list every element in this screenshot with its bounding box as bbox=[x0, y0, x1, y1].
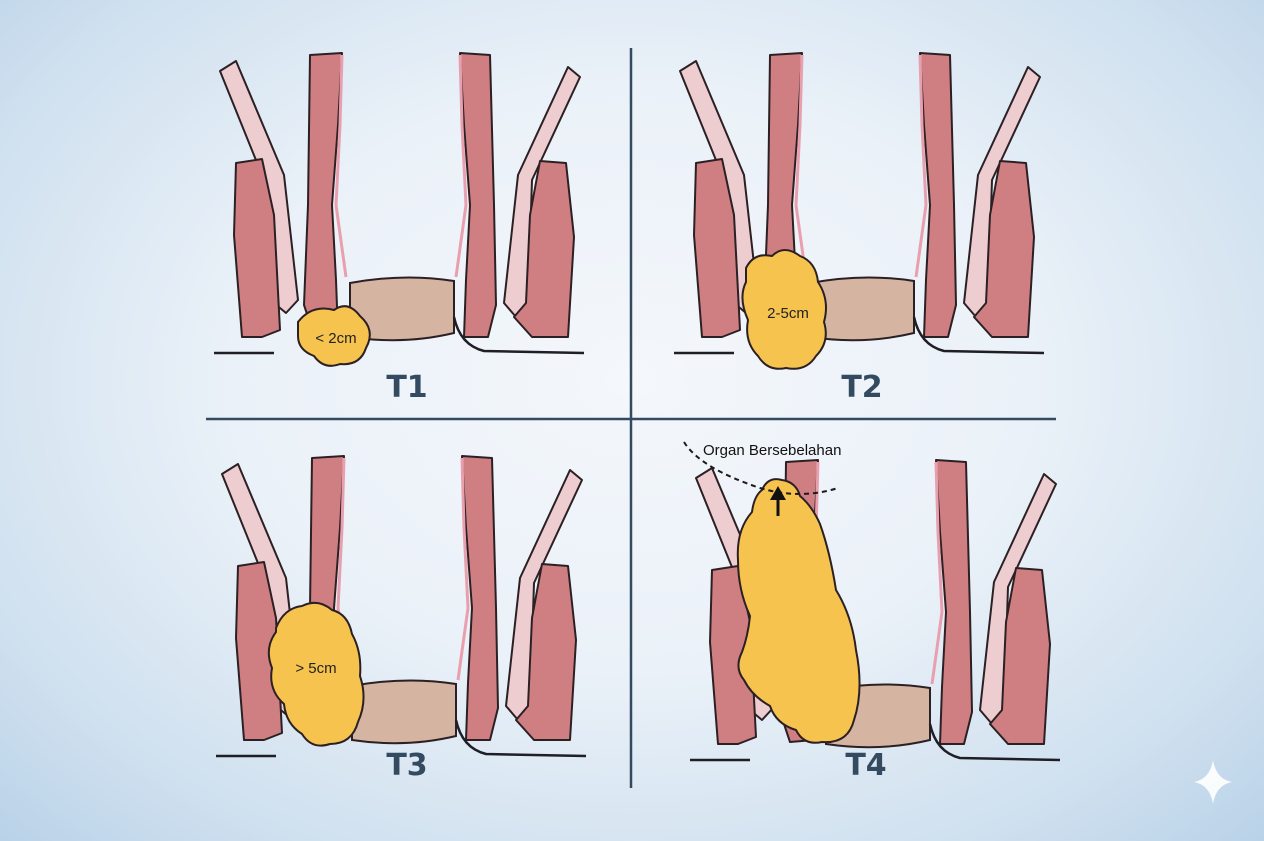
tumor-mass bbox=[267, 601, 365, 747]
arrow-up-icon bbox=[770, 486, 786, 516]
panel-t3: > 5cm T3 bbox=[214, 454, 588, 783]
stage-label: T1 bbox=[386, 370, 427, 405]
anatomy-figure bbox=[672, 51, 1046, 355]
panel-t1: < 2cm T1 bbox=[212, 51, 586, 405]
tumor-mass bbox=[741, 249, 827, 370]
adjacent-organ-label: Organ Bersebelahan bbox=[703, 442, 841, 459]
tumor-size-label: > 5cm bbox=[295, 660, 336, 677]
stage-label: T2 bbox=[841, 370, 882, 405]
panel-t2: 2-5cm T2 bbox=[672, 51, 1046, 405]
stage-label: T3 bbox=[386, 748, 427, 783]
tumor-mass bbox=[736, 478, 861, 744]
tumor-size-label: < 2cm bbox=[315, 330, 356, 347]
tumor-mass bbox=[297, 305, 371, 367]
anatomy-figure bbox=[688, 458, 1062, 762]
sparkle-icon bbox=[1194, 760, 1232, 804]
anatomy-figure bbox=[212, 51, 586, 355]
anatomy-figure bbox=[214, 454, 588, 758]
stage-label: T4 bbox=[845, 748, 886, 783]
tumor-size-label: 2-5cm bbox=[767, 305, 809, 322]
panel-t4: Organ Bersebelahan T4 bbox=[683, 441, 1062, 783]
organ-boundary-line bbox=[683, 441, 839, 495]
